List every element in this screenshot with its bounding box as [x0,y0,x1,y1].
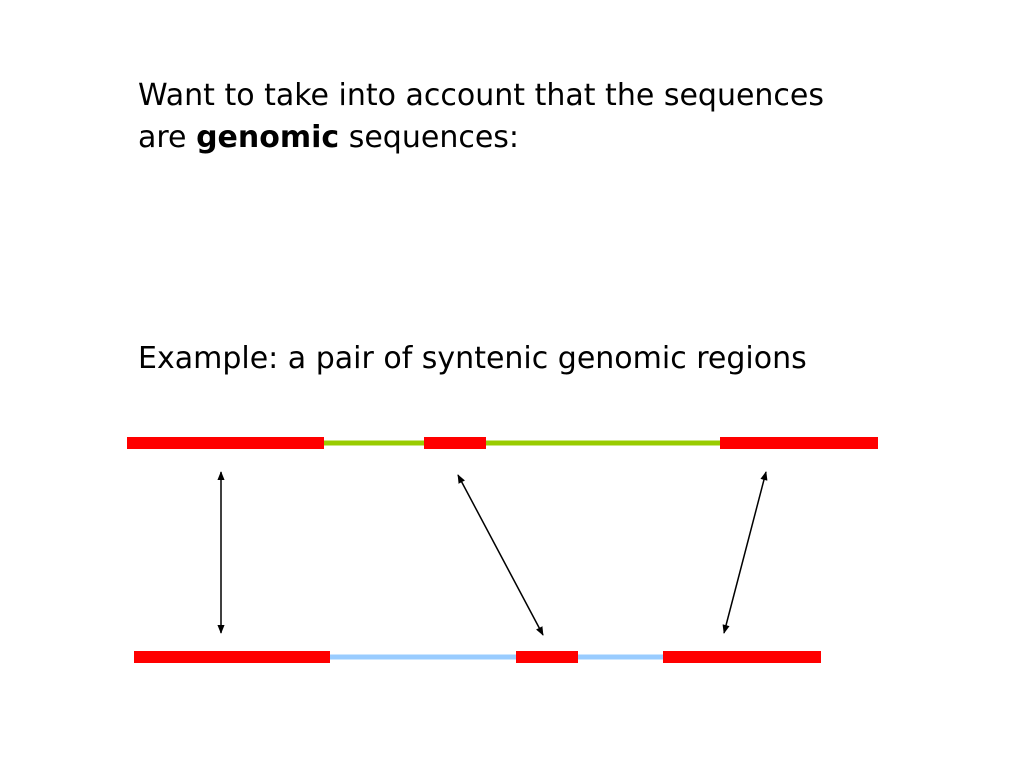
correspondence-arrows [217,471,768,636]
top-genomic-region [127,437,878,449]
intro-text: Want to take into account that the seque… [138,75,824,159]
top-block-3 [720,437,878,449]
intro-line-2-suffix: sequences: [339,120,520,155]
intro-line-2-prefix: are [138,120,197,155]
example-text: Example: a pair of syntenic genomic regi… [138,341,807,376]
bottom-block-3 [663,651,821,663]
intro-line-2: are genomic sequences: [138,117,824,159]
arrow-3 [722,471,768,634]
intro-line-1: Want to take into account that the seque… [138,78,825,113]
bottom-genomic-region [134,651,821,663]
bottom-block-1 [134,651,330,663]
bottom-block-2 [516,651,578,663]
example-caption: Example: a pair of syntenic genomic regi… [138,338,807,380]
intro-line-2-bold: genomic [196,120,340,155]
top-block-1 [127,437,324,449]
top-block-2 [424,437,486,449]
arrow-2 [457,474,544,636]
